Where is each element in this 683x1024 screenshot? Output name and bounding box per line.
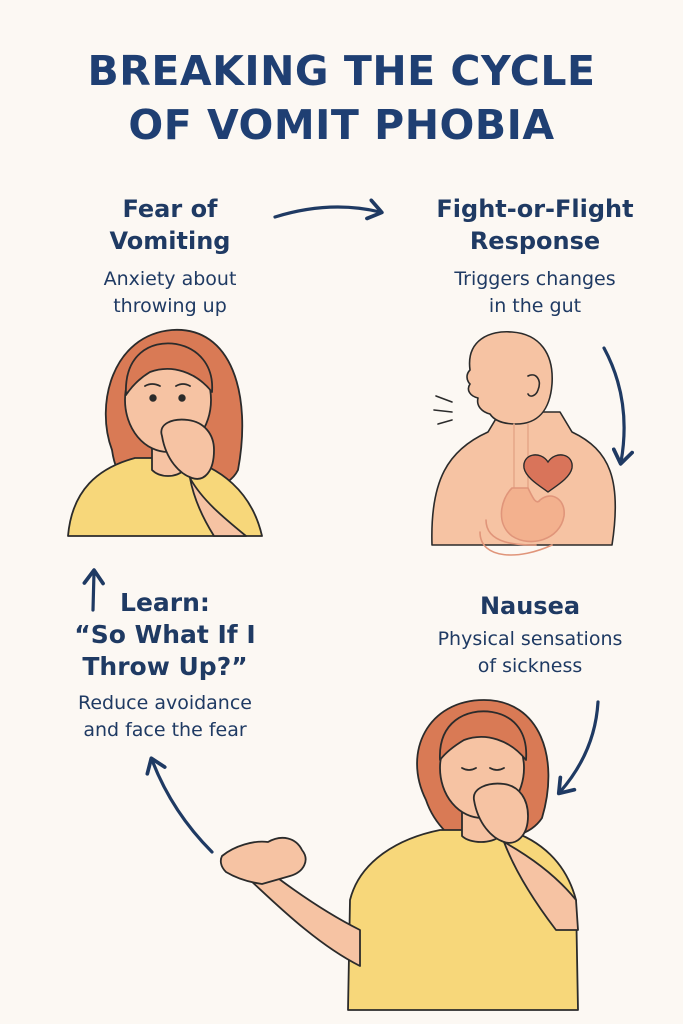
stage-4-description-line-1: Reduce avoidance [78,692,252,714]
torso-body [431,411,617,546]
woman-2-hand [473,782,529,844]
stage-1-description: Anxiety about throwing up [70,266,270,320]
woman-2-eye-left [461,767,477,771]
stage-3-heading: Nausea [400,590,660,622]
cycle-arrow-icon [82,198,635,854]
stage-4-description-line-2: and face the fear [83,719,247,741]
stage-3-description-line-1: Physical sensations [437,628,623,650]
arrow-learn-to-fear [82,568,105,612]
stage-1-description-line-2: throwing up [113,295,227,317]
intestine [479,519,553,556]
stomach [500,487,565,543]
arrow-response-to-nausea [602,346,635,466]
arrow-hand-to-learn [145,756,214,854]
stage-4-description: Reduce avoidance and face the fear [40,690,290,744]
woman-1-eye-left [149,394,157,402]
stage-4-heading-line-2: “So What If I [74,620,256,649]
woman-2-arm-right [503,841,579,931]
woman-2-shirt [347,829,579,1011]
stage-1-description-line-1: Anxiety about [103,268,237,290]
nauseous-woman-icon [219,699,579,1011]
stage-3-description-line-2: of sickness [477,655,583,677]
woman-1-arm [189,477,247,537]
woman-2-eye-right [489,767,505,771]
stage-2-heading-line-1: Fight-or-Flight [436,195,634,223]
woman-1-hand [160,418,215,480]
stage-4-heading: Learn: “So What If I Throw Up?” [40,587,290,683]
stage-2-description-line-1: Triggers changes [454,268,616,290]
torso-stomach-icon [431,330,617,556]
page-title: BREAKING THE CYCLE OF VOMIT PHOBIA [0,44,683,152]
woman-covering-mouth-icon [67,329,263,537]
arrow-fear-to-response [273,198,384,221]
title-line-1: BREAKING THE CYCLE [87,47,596,95]
woman-1-brow-left [144,383,161,387]
stage-3-heading-line-1: Nausea [479,592,581,620]
nausea-lines [433,395,453,425]
torso-ear [527,374,541,397]
stage-2-heading-line-2: Response [469,227,601,255]
stage-2-description: Triggers changes in the gut [400,266,670,320]
stage-1-heading: Fear of Vomiting [70,193,270,257]
stage-4-heading-line-3: Throw Up?” [82,652,248,681]
stage-2-heading: Fight-or-Flight Response [400,193,670,257]
title-line-2: OF VOMIT PHOBIA [128,101,555,149]
woman-1-eye-right [178,394,186,402]
torso-head [466,330,553,425]
heart-icon [523,454,573,493]
stage-1-heading-line-1: Fear of [122,195,218,223]
stage-2-description-line-2: in the gut [488,295,582,317]
stage-3-description: Physical sensations of sickness [390,626,670,680]
stage-4-heading-line-1: Learn: [120,588,210,617]
woman-1-fringe [125,342,213,396]
woman-1-brow-right [175,383,191,387]
stage-1-heading-line-2: Vomiting [109,227,231,255]
woman-2-fringe [439,710,528,761]
woman-2-open-hand [219,836,307,885]
arrow-nausea-to-woman [556,700,600,796]
